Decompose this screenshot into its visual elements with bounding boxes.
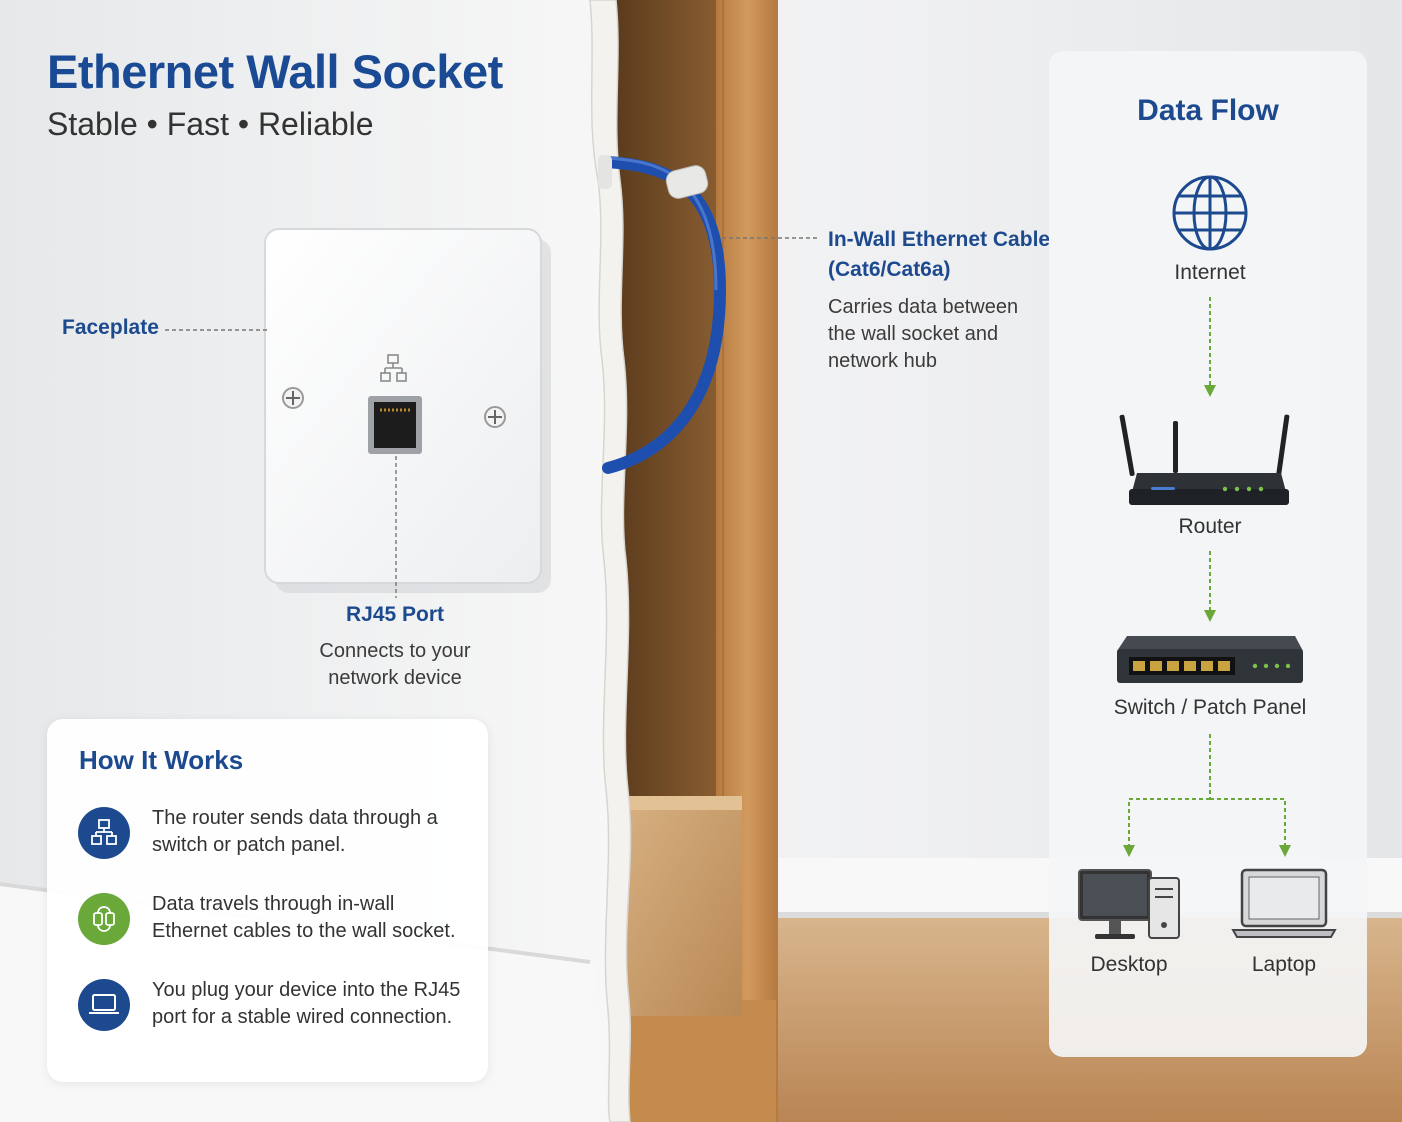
how-step-text: Data travels through in-wall Ethernet ca… xyxy=(152,893,456,942)
faceplate-callout: Faceplate xyxy=(62,316,159,339)
how-it-works-title: How It Works xyxy=(79,745,244,775)
laptop-icon xyxy=(78,979,130,1031)
data-flow-diagram xyxy=(1078,175,1337,939)
switch-icon xyxy=(1117,636,1303,683)
switch-label: Switch / Patch Panel xyxy=(1113,696,1307,719)
router-label: Router xyxy=(1178,515,1242,538)
data-flow-panel: Data Flow xyxy=(1049,51,1367,1057)
screw-icon xyxy=(282,387,506,428)
desktop-icon xyxy=(1078,869,1180,939)
flow-arrow xyxy=(1128,297,1286,849)
globe-icon xyxy=(1172,175,1248,251)
cable-callout-desc: Carries data between the wall socket and… xyxy=(828,296,1019,372)
internet-label: Internet xyxy=(1174,261,1246,284)
router-icon xyxy=(1119,414,1290,505)
how-step-text: The router sends data through a switch o… xyxy=(152,807,438,856)
rj45-callout-desc: Connects to your network device xyxy=(319,640,471,689)
network-icon xyxy=(380,354,407,382)
page-title: Ethernet Wall Socket xyxy=(47,45,503,98)
cable-icon xyxy=(78,893,130,945)
cable-callout-title: In-Wall Ethernet Cable (Cat6/Cat6a) xyxy=(828,228,1051,281)
rj45-callout-title: RJ45 Port xyxy=(345,603,445,626)
data-flow-title: Data Flow xyxy=(1137,94,1279,127)
how-step-text: You plug your device into the RJ45 port … xyxy=(152,979,461,1028)
page-subtitle: Stable • Fast • Reliable xyxy=(47,106,374,142)
network-icon xyxy=(78,807,130,859)
laptop-icon xyxy=(1231,868,1337,938)
desktop-label: Desktop xyxy=(1090,953,1168,976)
arrow-head xyxy=(1123,385,1291,857)
how-it-works-card: How It Works The router sends data throu… xyxy=(47,719,488,1082)
laptop-label: Laptop xyxy=(1251,953,1317,976)
